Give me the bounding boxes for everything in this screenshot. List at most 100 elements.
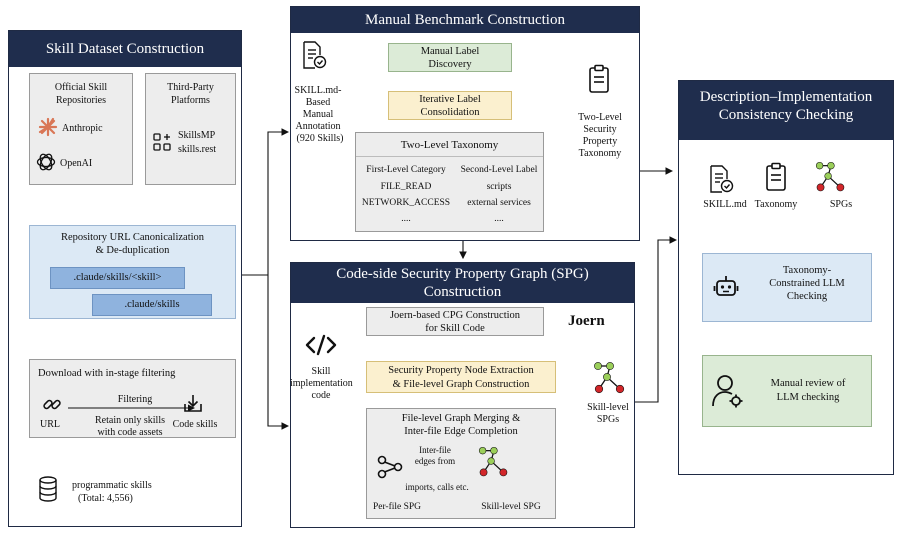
annotation-line-4: Annotation	[295, 121, 341, 132]
spgs-icon	[815, 161, 845, 192]
taxonomy-out-line-3: Property	[582, 136, 618, 147]
skill-path-chip: .claude/skills/<skill>	[50, 267, 185, 289]
skill-level-out-line-2: SPGs	[596, 414, 620, 425]
programmatic-skills-label: programmatic skills	[72, 480, 152, 491]
third-party-title-2: Platforms	[171, 95, 210, 106]
edges-line-3: imports, calls etc.	[405, 482, 469, 492]
user-gear-icon	[712, 375, 743, 408]
spg-title-line-2: Construction	[423, 284, 502, 300]
download-box: Download with in-stage filtering URL Fil…	[29, 359, 236, 438]
node-extraction-box: Security Property Node Extraction & File…	[366, 361, 556, 393]
download-title: Download with in-stage filtering	[38, 368, 176, 379]
taxonomy-table-divider	[356, 156, 543, 157]
joern-cpg-box: Joern-based CPG Construction for Skill C…	[366, 307, 544, 336]
anthropic-icon	[38, 117, 58, 137]
per-file-spg-label: Per-file SPG	[372, 502, 422, 512]
skill-level-spg-label: Skill-level SPG	[481, 502, 541, 512]
skills-rest-label: skills.rest	[178, 144, 217, 155]
skill-md-label: SKILL.md	[703, 199, 747, 210]
third-party-title-1: Third-Party	[167, 82, 214, 93]
graph-merging-box: File-level Graph Merging & Inter-file Ed…	[366, 408, 556, 519]
link-icon	[43, 399, 61, 410]
joern-cpg-line-1: Joern-based CPG Construction	[389, 310, 521, 321]
programmatic-skills-total: (Total: 4,556)	[78, 493, 133, 504]
canonicalization-line-1: Repository URL Canonicalization	[60, 232, 205, 243]
openai-icon	[36, 153, 56, 171]
label-consolidation-box: Iterative Label Consolidation	[388, 91, 512, 120]
taxonomy-header-second: Second-Level Label	[460, 165, 538, 175]
discovery-line-1: Manual Label	[420, 46, 480, 57]
edges-line-1: Inter-file	[419, 445, 451, 455]
skill-code-line-1: Skill	[311, 366, 331, 377]
anthropic-label: Anthropic	[62, 123, 103, 134]
annotation-line-3: Manual	[302, 109, 334, 120]
llm-checking-box: Taxonomy- Constrained LLM Checking	[702, 253, 872, 322]
taxonomy-row-3-first: ....	[401, 214, 411, 224]
official-repos-box: Official Skill Repositories Anthropic Op…	[29, 73, 133, 185]
clipboard-icon	[589, 64, 609, 93]
node-extraction-line-1: Security Property Node Extraction	[388, 365, 534, 376]
filtering-label: Filtering	[117, 394, 153, 405]
manual-review-box: Manual review of LLM checking	[702, 355, 872, 427]
consolidation-line-2: Consolidation	[420, 107, 480, 118]
skillsmp-label: SkillsMP	[178, 130, 216, 141]
edges-line-2: edges from	[414, 456, 456, 466]
code-icon	[305, 334, 337, 356]
consistency-title: Description–Implementation Consistency C…	[679, 81, 893, 140]
merging-line-2: Inter-file Edge Completion	[404, 426, 518, 437]
llm-checking-line-1: Taxonomy-	[782, 265, 832, 276]
annotation-line-2: Based	[305, 97, 331, 108]
consolidation-line-1: Iterative Label	[419, 94, 481, 105]
graph-icon	[594, 362, 625, 394]
canonicalization-line-2: & De-duplication	[95, 245, 170, 256]
llm-checking-line-3: Checking	[786, 291, 828, 302]
node-extraction-line-2: & File-level Graph Construction	[392, 379, 530, 390]
skill-code-line-3: code	[311, 390, 331, 401]
official-repos-title-2: Repositories	[56, 95, 106, 106]
code-skills-label: Code skills	[172, 419, 218, 430]
llm-checking-line-2: Constrained LLM	[769, 278, 845, 289]
taxonomy-label: Taxonomy	[754, 199, 798, 210]
taxonomy-table: Two-Level Taxonomy First-Level Category …	[355, 132, 544, 232]
skills-dir-chip: .claude/skills	[92, 294, 212, 316]
consistency-title-line-2: Consistency Checking	[718, 107, 854, 123]
spg-title: Code-side Security Property Graph (SPG) …	[291, 263, 634, 303]
plugin-icon	[153, 133, 171, 151]
taxonomy-out-line-4: Taxonomy	[578, 148, 622, 159]
annotation-line-5: (920 Skills)	[296, 133, 344, 144]
skill-md-icon	[710, 165, 734, 193]
review-line-2: LLM checking	[776, 392, 840, 403]
joern-label: Joern	[568, 313, 605, 329]
taxonomy-table-title: Two-Level Taxonomy	[400, 139, 499, 151]
skill-level-graph-icon	[478, 446, 508, 477]
taxonomy-row-2-first: NETWORK_ACCESS	[361, 198, 451, 208]
canonicalization-box: Repository URL Canonicalization & De-dup…	[29, 225, 236, 319]
official-repos-title-1: Official Skill	[54, 82, 108, 93]
taxonomy-row-2-second: external services	[467, 198, 531, 208]
taxonomy-row-1-second: scripts	[486, 182, 512, 192]
spgs-label: SPGs	[829, 199, 853, 210]
retain-line-1: Retain only skills	[95, 415, 165, 426]
document-check-icon	[303, 41, 327, 69]
spg-title-line-1: Code-side Security Property Graph (SPG)	[336, 266, 589, 282]
database-icon	[39, 476, 57, 502]
joern-cpg-line-2: for Skill Code	[425, 323, 485, 334]
skill-level-out-line-1: Skill-level	[587, 402, 629, 413]
label-discovery-box: Manual Label Discovery	[388, 43, 512, 72]
url-label: URL	[40, 419, 60, 430]
taxonomy-header-first: First-Level Category	[366, 165, 446, 175]
openai-label: OpenAI	[60, 158, 93, 169]
skill-code-line-2: implementation	[290, 378, 353, 389]
taxonomy-out-line-2: Security	[583, 124, 617, 135]
manual-benchmark-title: Manual Benchmark Construction	[291, 7, 639, 33]
skill-dataset-title: Skill Dataset Construction	[9, 31, 241, 67]
third-party-box: Third-Party Platforms SkillsMP skills.re…	[145, 73, 236, 185]
merging-line-1: File-level Graph Merging &	[401, 413, 521, 424]
taxonomy-icon	[766, 162, 786, 191]
filtering-arrow	[68, 404, 195, 412]
annotation-line-1: SKILL.md-	[294, 85, 342, 96]
share-icon	[377, 455, 403, 479]
taxonomy-row-1-first: FILE_READ	[380, 182, 432, 192]
discovery-line-2: Discovery	[428, 59, 472, 70]
consistency-title-line-1: Description–Implementation	[699, 89, 873, 105]
